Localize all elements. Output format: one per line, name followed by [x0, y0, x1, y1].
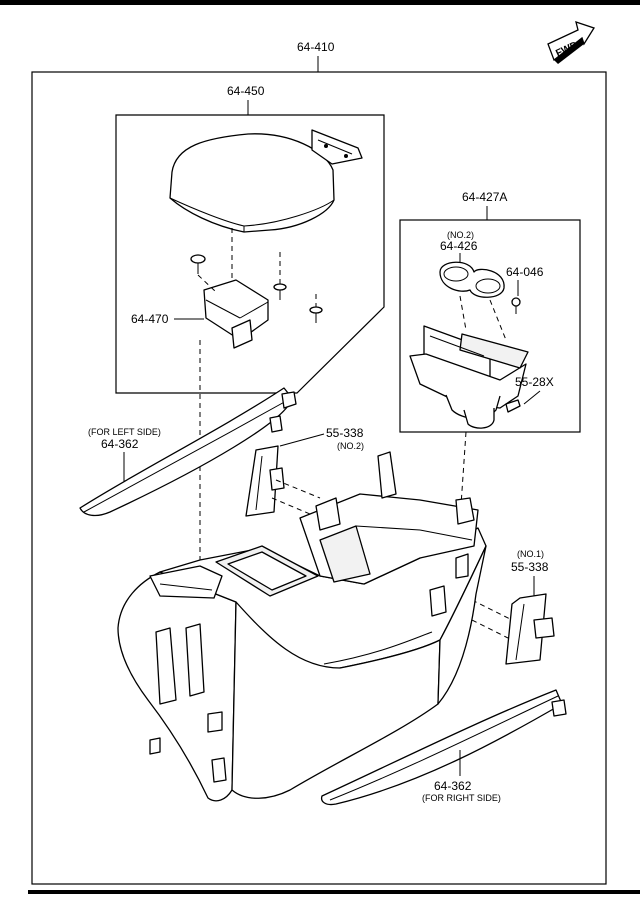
armrest-lid [169, 133, 335, 233]
screw-1-dash [197, 274, 217, 293]
panel-no1-note: (NO.1) [517, 549, 544, 559]
bracket-label: 64-470 [131, 312, 169, 326]
panel-no2-label: 55-338 [326, 426, 364, 440]
assembly-frame [31, 71, 607, 885]
screw-leader [523, 390, 541, 405]
hinge [311, 129, 363, 165]
panel-no2-note: (NO.2) [337, 441, 364, 451]
left-trim-note: (FOR LEFT SIDE) [88, 427, 161, 437]
forward-arrow-icon: FWD [547, 21, 595, 64]
panel-no2-leader [279, 433, 325, 447]
armrest-group-frame [115, 114, 385, 394]
assembly-label: 64-410 [297, 40, 335, 54]
cup-holder-group-label: 64-427A [462, 190, 507, 204]
cup-holder-group-frame [399, 219, 581, 433]
cup-holder [409, 325, 529, 429]
mat-note: (NO.2) [447, 230, 474, 240]
right-side-trim [320, 689, 567, 806]
screw-3 [309, 306, 323, 323]
right-trim-note: (FOR RIGHT SIDE) [422, 793, 501, 803]
mat-dash-2 [489, 299, 507, 341]
top-rule [0, 0, 640, 5]
mat-label: 64-426 [440, 239, 478, 253]
center-console [117, 451, 487, 802]
mat-dash-1 [459, 295, 467, 331]
armrest-group-label: 64-450 [227, 84, 265, 98]
panel-no1-label: 55-338 [511, 560, 549, 574]
panel-no1 [505, 593, 555, 665]
bracket [203, 279, 269, 349]
cup-mat [439, 261, 505, 298]
right-trim-label: 64-362 [434, 779, 472, 793]
clip-label: 64-046 [506, 265, 544, 279]
screw-2 [273, 283, 287, 300]
screw-1 [190, 254, 206, 274]
bottom-rule [28, 890, 640, 894]
small-screw [505, 399, 521, 413]
left-trim-label: 64-362 [101, 437, 139, 451]
clip [511, 297, 521, 314]
panel-no2-dash-2 [271, 497, 311, 515]
left-side-trim [79, 387, 297, 517]
panel-no2-dash-1 [275, 479, 321, 499]
panel-no2 [245, 445, 285, 517]
screw-label: 55-28X [515, 375, 554, 389]
